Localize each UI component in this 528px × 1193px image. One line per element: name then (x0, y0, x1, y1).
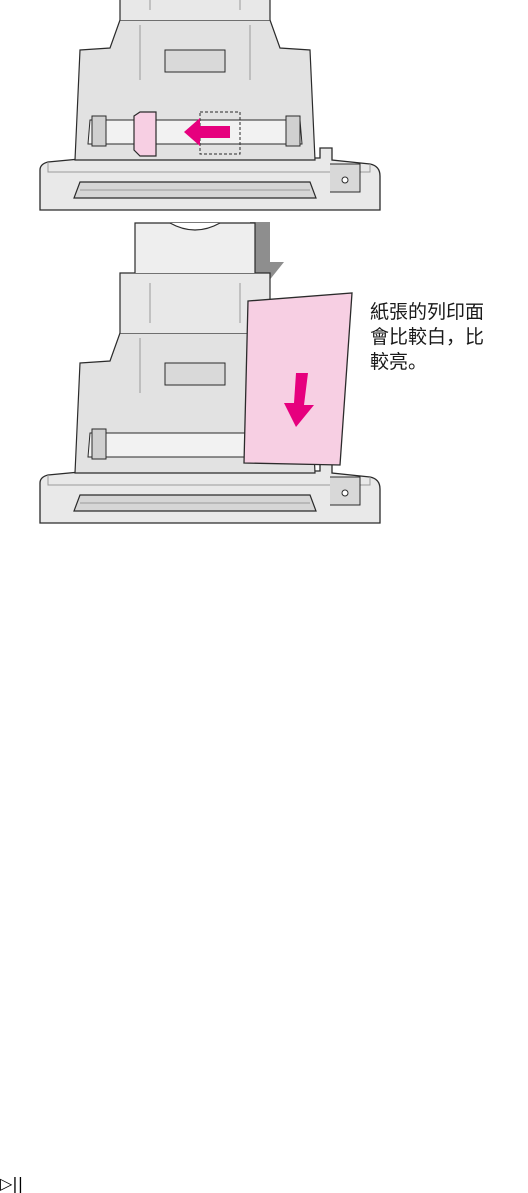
edge-guide (133, 111, 157, 157)
insert-down-arrow (284, 373, 314, 427)
pause-play-glyph: ▷|| (0, 1174, 24, 1193)
zoom-detail-button: ▷|| (0, 1174, 23, 1193)
slide-left-arrow (184, 118, 230, 146)
step-arrow-down-icon: ▷|| 紙張的列印面 會比較白，比 較亮。 (0, 301, 484, 1193)
step-arrow-down-icon: ▷|| 紙張的列印面 會比較白，比 較亮。 (0, 301, 484, 1193)
step1-panel (39, 0, 381, 211)
step2-panel (39, 222, 381, 524)
paper-note-text: 紙張的列印面 會比較白，比 較亮。 (370, 301, 485, 373)
